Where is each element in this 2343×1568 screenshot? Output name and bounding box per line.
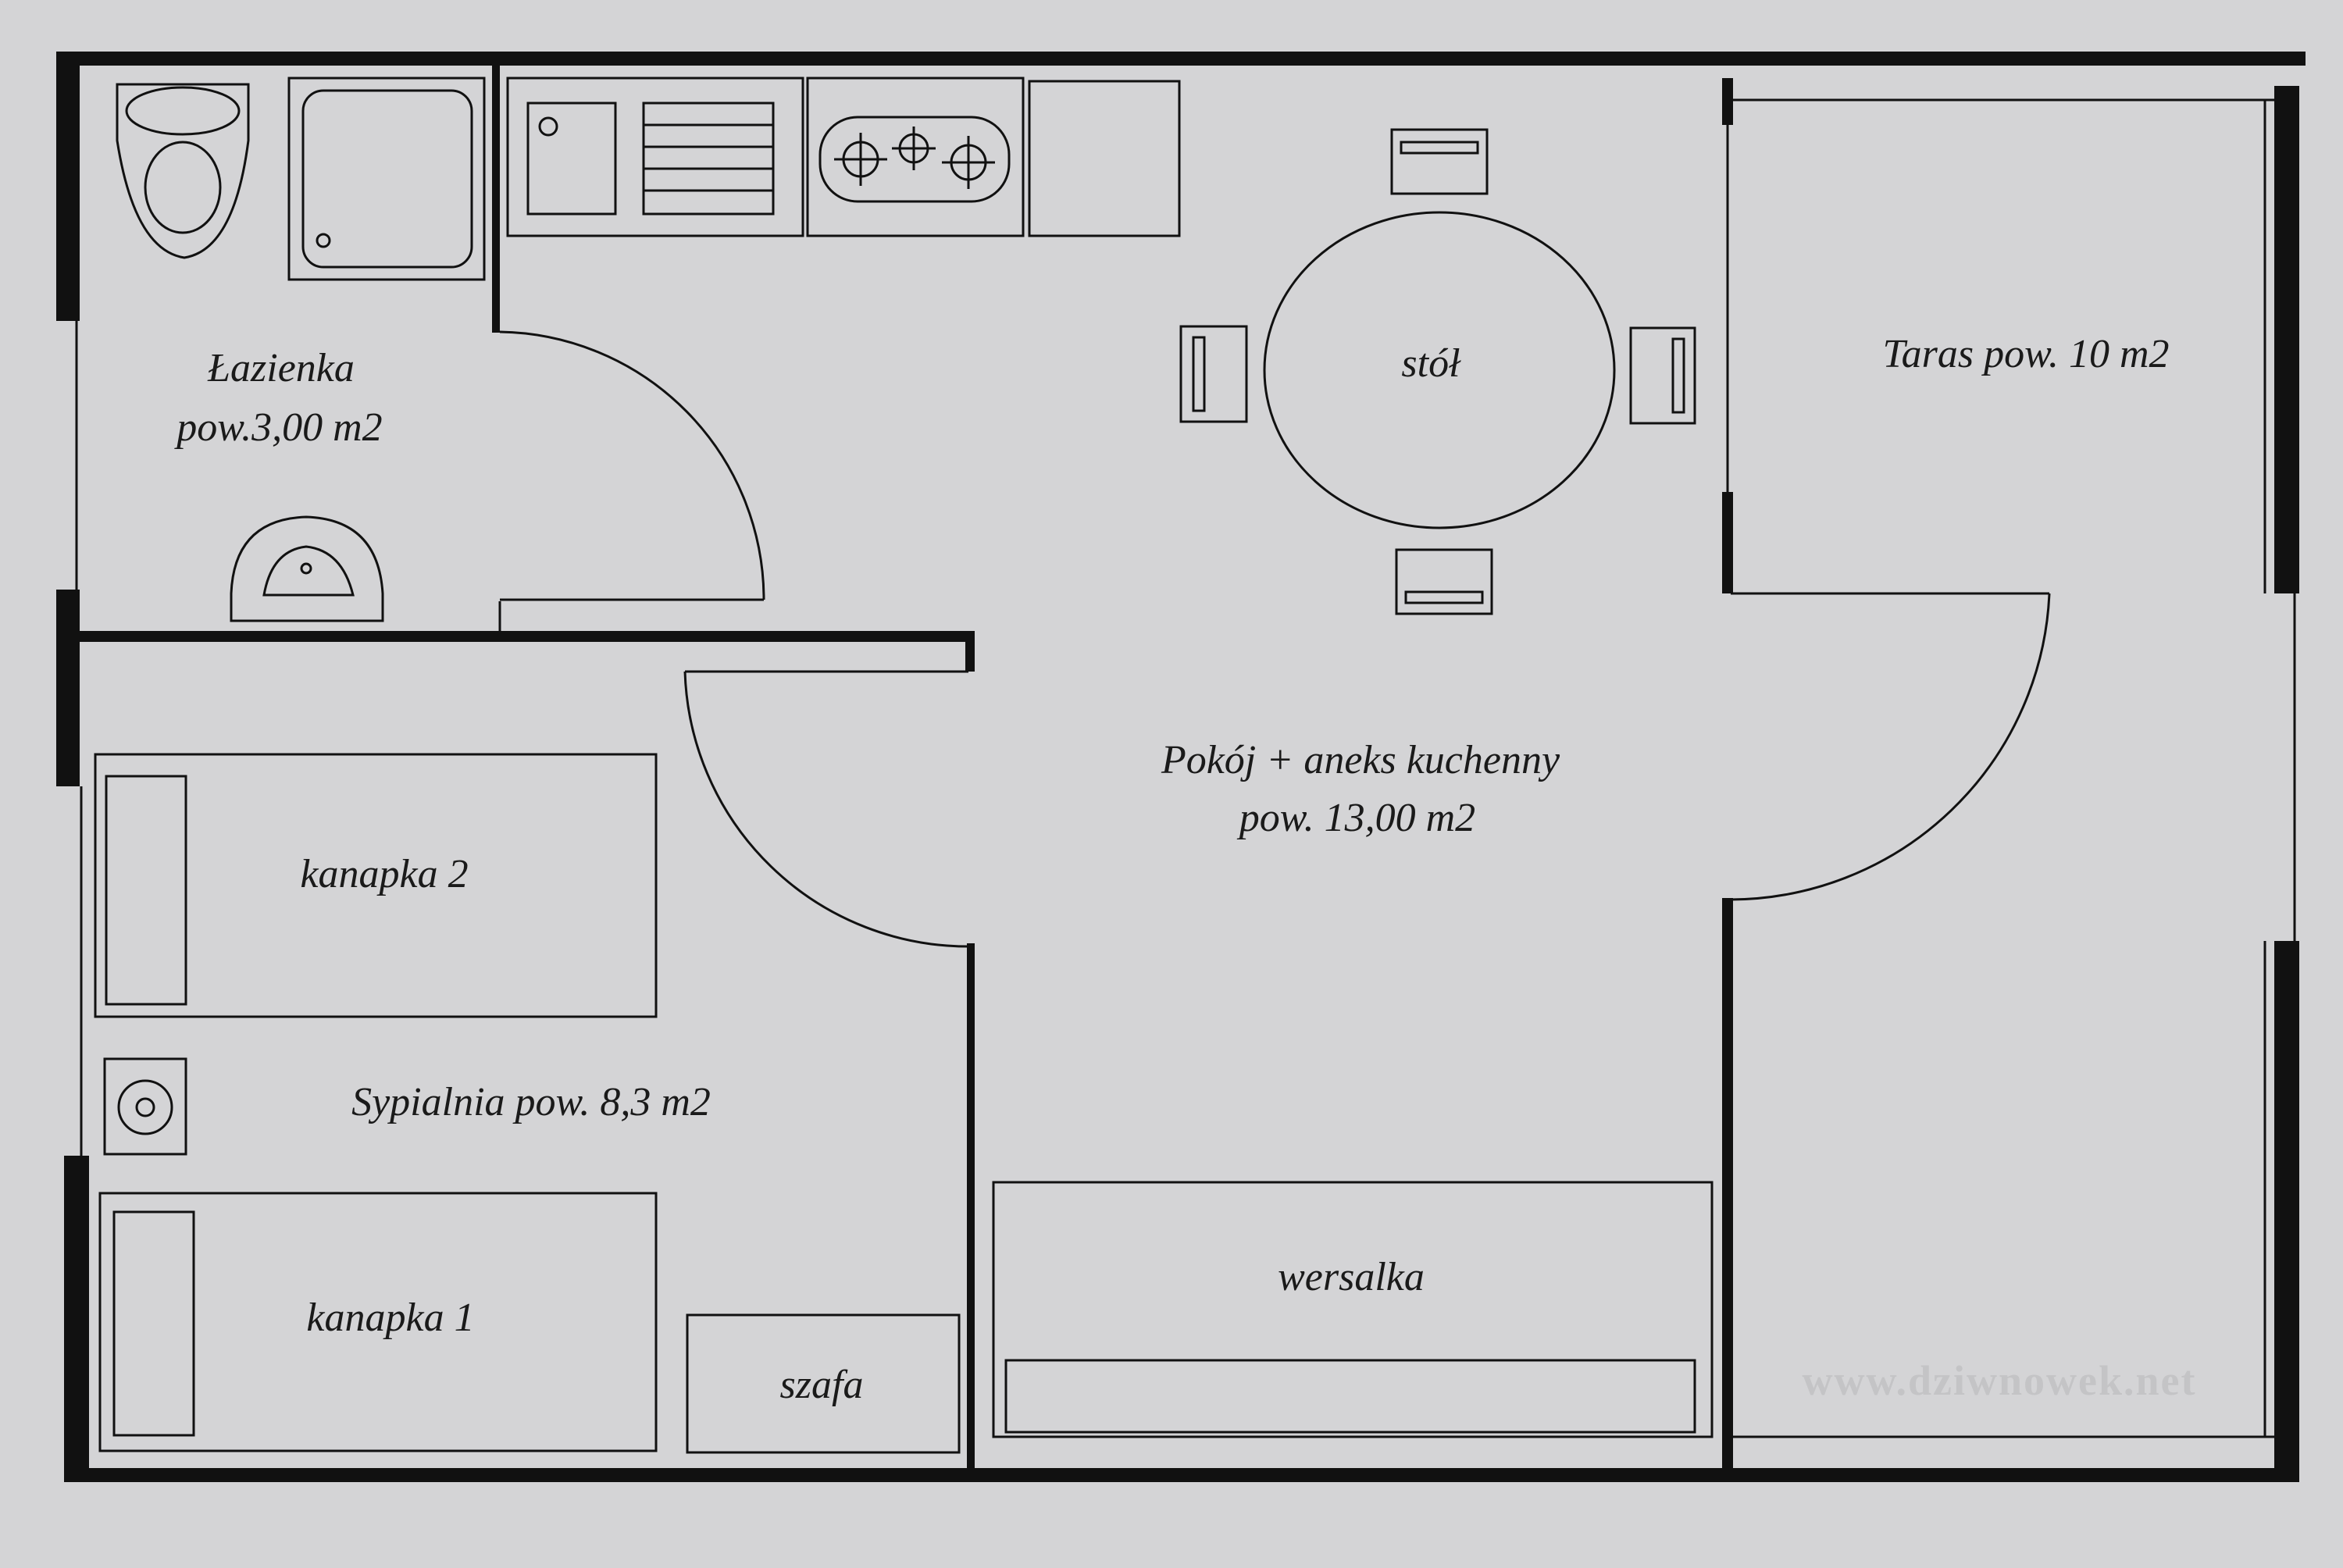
burner-icon — [892, 127, 936, 170]
wall-bedroom-living — [967, 943, 975, 1474]
dining-table — [1263, 211, 1616, 529]
fridge-unit — [1028, 80, 1181, 237]
interior-walls — [77, 66, 1733, 1474]
outer-walls — [56, 52, 2306, 1482]
toilet-icon — [116, 83, 250, 259]
burner-icon — [942, 136, 995, 189]
wardrobe — [686, 1313, 961, 1454]
sofa-1-label: kanapka 1 — [306, 1295, 474, 1340]
lamp-icon — [117, 1079, 173, 1135]
sofa-bed — [992, 1181, 1714, 1438]
wardrobe-label: szafa — [780, 1363, 864, 1407]
dish-drainer-icon — [642, 102, 775, 216]
kitchen-counter — [506, 77, 1181, 237]
hob-icon — [818, 116, 1011, 203]
watermark-text: www.dziwnowek.net — [1802, 1357, 2196, 1404]
chair-bottom — [1395, 548, 1493, 615]
sofa-2-label: kanapka 2 — [300, 852, 468, 896]
living-name-label: Pokój + aneks kuchenny — [1161, 738, 1560, 782]
sofa-bed-label: wersalka — [1278, 1255, 1425, 1299]
sink-unit — [506, 77, 804, 237]
sofa-1 — [98, 1192, 658, 1452]
wall-bath-bedroom — [77, 631, 975, 642]
wall-terrace-mid — [1722, 492, 1733, 593]
wall-top — [56, 52, 2306, 66]
bathroom-fixtures — [116, 77, 486, 622]
bedroom-furniture — [94, 753, 961, 1454]
table-label: stół — [1401, 341, 1461, 386]
bathroom-door-swing — [499, 330, 765, 600]
burner-icon — [834, 133, 887, 186]
wall-right-upper — [2274, 86, 2299, 593]
bedroom-label: Sypialnia pow. 8,3 m2 — [351, 1080, 711, 1124]
wall-bottom — [66, 1468, 2299, 1482]
sink-drain-icon — [538, 116, 558, 137]
labels: Łazienka pow.3,00 m2 stół Taras pow. 10 … — [173, 332, 2196, 1407]
terrace-label: Taras pow. 10 m2 — [1883, 332, 2170, 376]
bedroom-door-swing — [683, 671, 969, 948]
stove-unit — [806, 77, 1025, 237]
terrace-door-swing — [1730, 593, 2051, 901]
wall-terrace-upper — [1722, 78, 1733, 125]
doors — [499, 330, 2051, 948]
chair-right — [1629, 326, 1696, 425]
wall-left-1 — [56, 52, 80, 321]
chair-left — [1179, 325, 1248, 423]
wall-bathroom-right — [492, 66, 500, 333]
wall-terrace-lower — [1722, 898, 1733, 1474]
sofa-2 — [94, 753, 658, 1018]
shower-tray-icon — [287, 77, 486, 281]
chair-top — [1390, 128, 1489, 195]
washbasin-icon — [230, 515, 384, 622]
living-area-label: pow. 13,00 m2 — [1236, 796, 1475, 840]
wall-left-2 — [56, 590, 80, 786]
wall-stub — [965, 631, 975, 672]
bathroom-area-label: pow.3,00 m2 — [173, 405, 382, 450]
nightstand-lamp — [103, 1057, 187, 1156]
bathroom-name-label: Łazienka — [207, 346, 355, 390]
dining-set — [1179, 128, 1696, 615]
wall-left-3 — [64, 1156, 89, 1482]
wall-right-lower — [2274, 941, 2299, 1472]
